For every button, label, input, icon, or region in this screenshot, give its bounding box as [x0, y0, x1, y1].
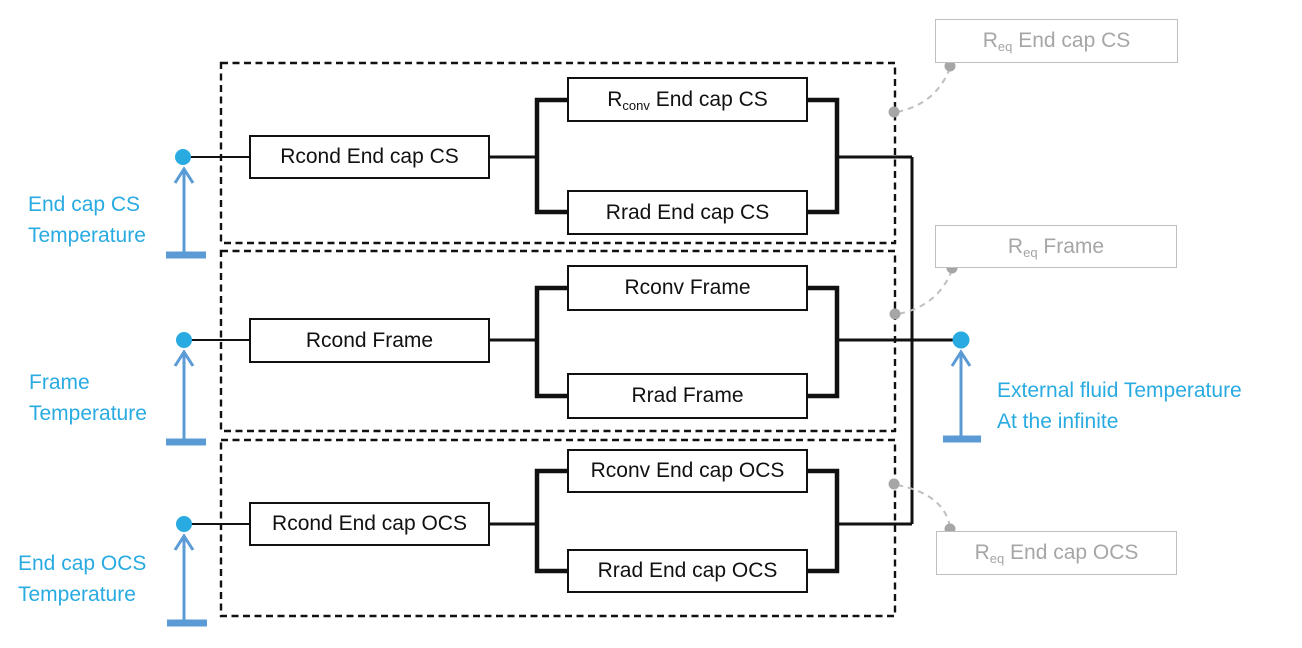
rconv-end-cap-cs-box: Rconv End cap CS — [567, 77, 808, 122]
node-dot-external-fluid — [952, 331, 970, 349]
external-fluid-temperature-label: External fluid Temperature At the infini… — [997, 375, 1242, 437]
req-connector-end-cap-ocs — [888, 478, 956, 535]
temperature-label-line: Temperature — [29, 402, 147, 425]
temperature-arrow-external-fluid — [943, 349, 981, 443]
rcond-frame-label: Rcond Frame — [305, 328, 434, 352]
req-connector-end-cap-cs — [888, 60, 956, 118]
req-end-cap-ocs-label: Req End cap OCS — [974, 541, 1139, 566]
rcond-end-cap-cs-box: Rcond End cap CS — [249, 135, 490, 179]
temperature-arrow-frame — [166, 349, 206, 446]
rconv-frame-box: Rconv Frame — [567, 265, 808, 311]
node-dot-end-cap-ocs — [176, 516, 192, 532]
wires-end-cap-ocs — [184, 468, 912, 574]
req-frame-box: Req Frame — [935, 225, 1177, 268]
temperature-arrow-end-cap-cs — [166, 166, 206, 259]
rcond-end-cap-cs-label: Rcond End cap CS — [280, 145, 459, 168]
rrad-end-cap-ocs-box: Rrad End cap OCS — [567, 549, 808, 593]
rcond-end-cap-ocs-label: Rcond End cap OCS — [272, 512, 467, 535]
temperature-label-end-cap-ocs: End cap OCS Temperature — [18, 548, 146, 610]
temperature-label-line: End cap CS — [28, 193, 141, 216]
req-end-cap-cs-box: Req End cap CS — [935, 19, 1178, 63]
req-end-cap-ocs-box: Req End cap OCS — [936, 531, 1177, 575]
rrad-end-cap-cs-box: Rrad End cap CS — [567, 190, 808, 235]
wires-end-cap-cs — [183, 97, 912, 215]
rrad-frame-label: Rrad Frame — [631, 384, 744, 407]
rconv-frame-label: Rconv Frame — [624, 276, 751, 299]
temperature-label-line: Temperature — [28, 224, 146, 247]
rrad-end-cap-ocs-label: Rrad End cap OCS — [597, 559, 778, 582]
group-box-end-cap-cs — [219, 61, 897, 245]
temperature-label-frame: Frame Temperature — [29, 367, 147, 429]
rconv-end-cap-ocs-label: Rconv End cap OCS — [590, 459, 785, 482]
temperature-label-line: End cap OCS — [18, 552, 147, 575]
rrad-end-cap-cs-label: Rrad End cap CS — [605, 200, 770, 224]
rconv-end-cap-cs-label: Rconv End cap CS — [607, 87, 768, 113]
external-fluid-label-line: At the infinite — [997, 410, 1119, 433]
temperature-label-end-cap-cs: End cap CS Temperature — [28, 189, 146, 251]
group-box-end-cap-ocs — [219, 438, 897, 618]
rrad-frame-box: Rrad Frame — [567, 373, 808, 419]
temperature-arrow-end-cap-ocs — [167, 533, 207, 627]
temperature-label-line: Frame — [29, 371, 90, 394]
node-dot-frame — [176, 332, 192, 348]
rcond-end-cap-ocs-box: Rcond End cap OCS — [249, 502, 490, 546]
rconv-end-cap-ocs-box: Rconv End cap OCS — [567, 449, 808, 493]
external-fluid-label-line: External fluid Temperature — [997, 379, 1242, 402]
req-end-cap-cs-label: Req End cap CS — [982, 29, 1131, 54]
temperature-label-line: Temperature — [18, 583, 136, 606]
req-connector-frame — [889, 262, 958, 320]
req-frame-label: Req Frame — [1007, 234, 1105, 260]
rcond-frame-box: Rcond Frame — [249, 318, 490, 363]
wires-frame — [184, 285, 961, 399]
node-dot-end-cap-cs — [175, 149, 191, 165]
